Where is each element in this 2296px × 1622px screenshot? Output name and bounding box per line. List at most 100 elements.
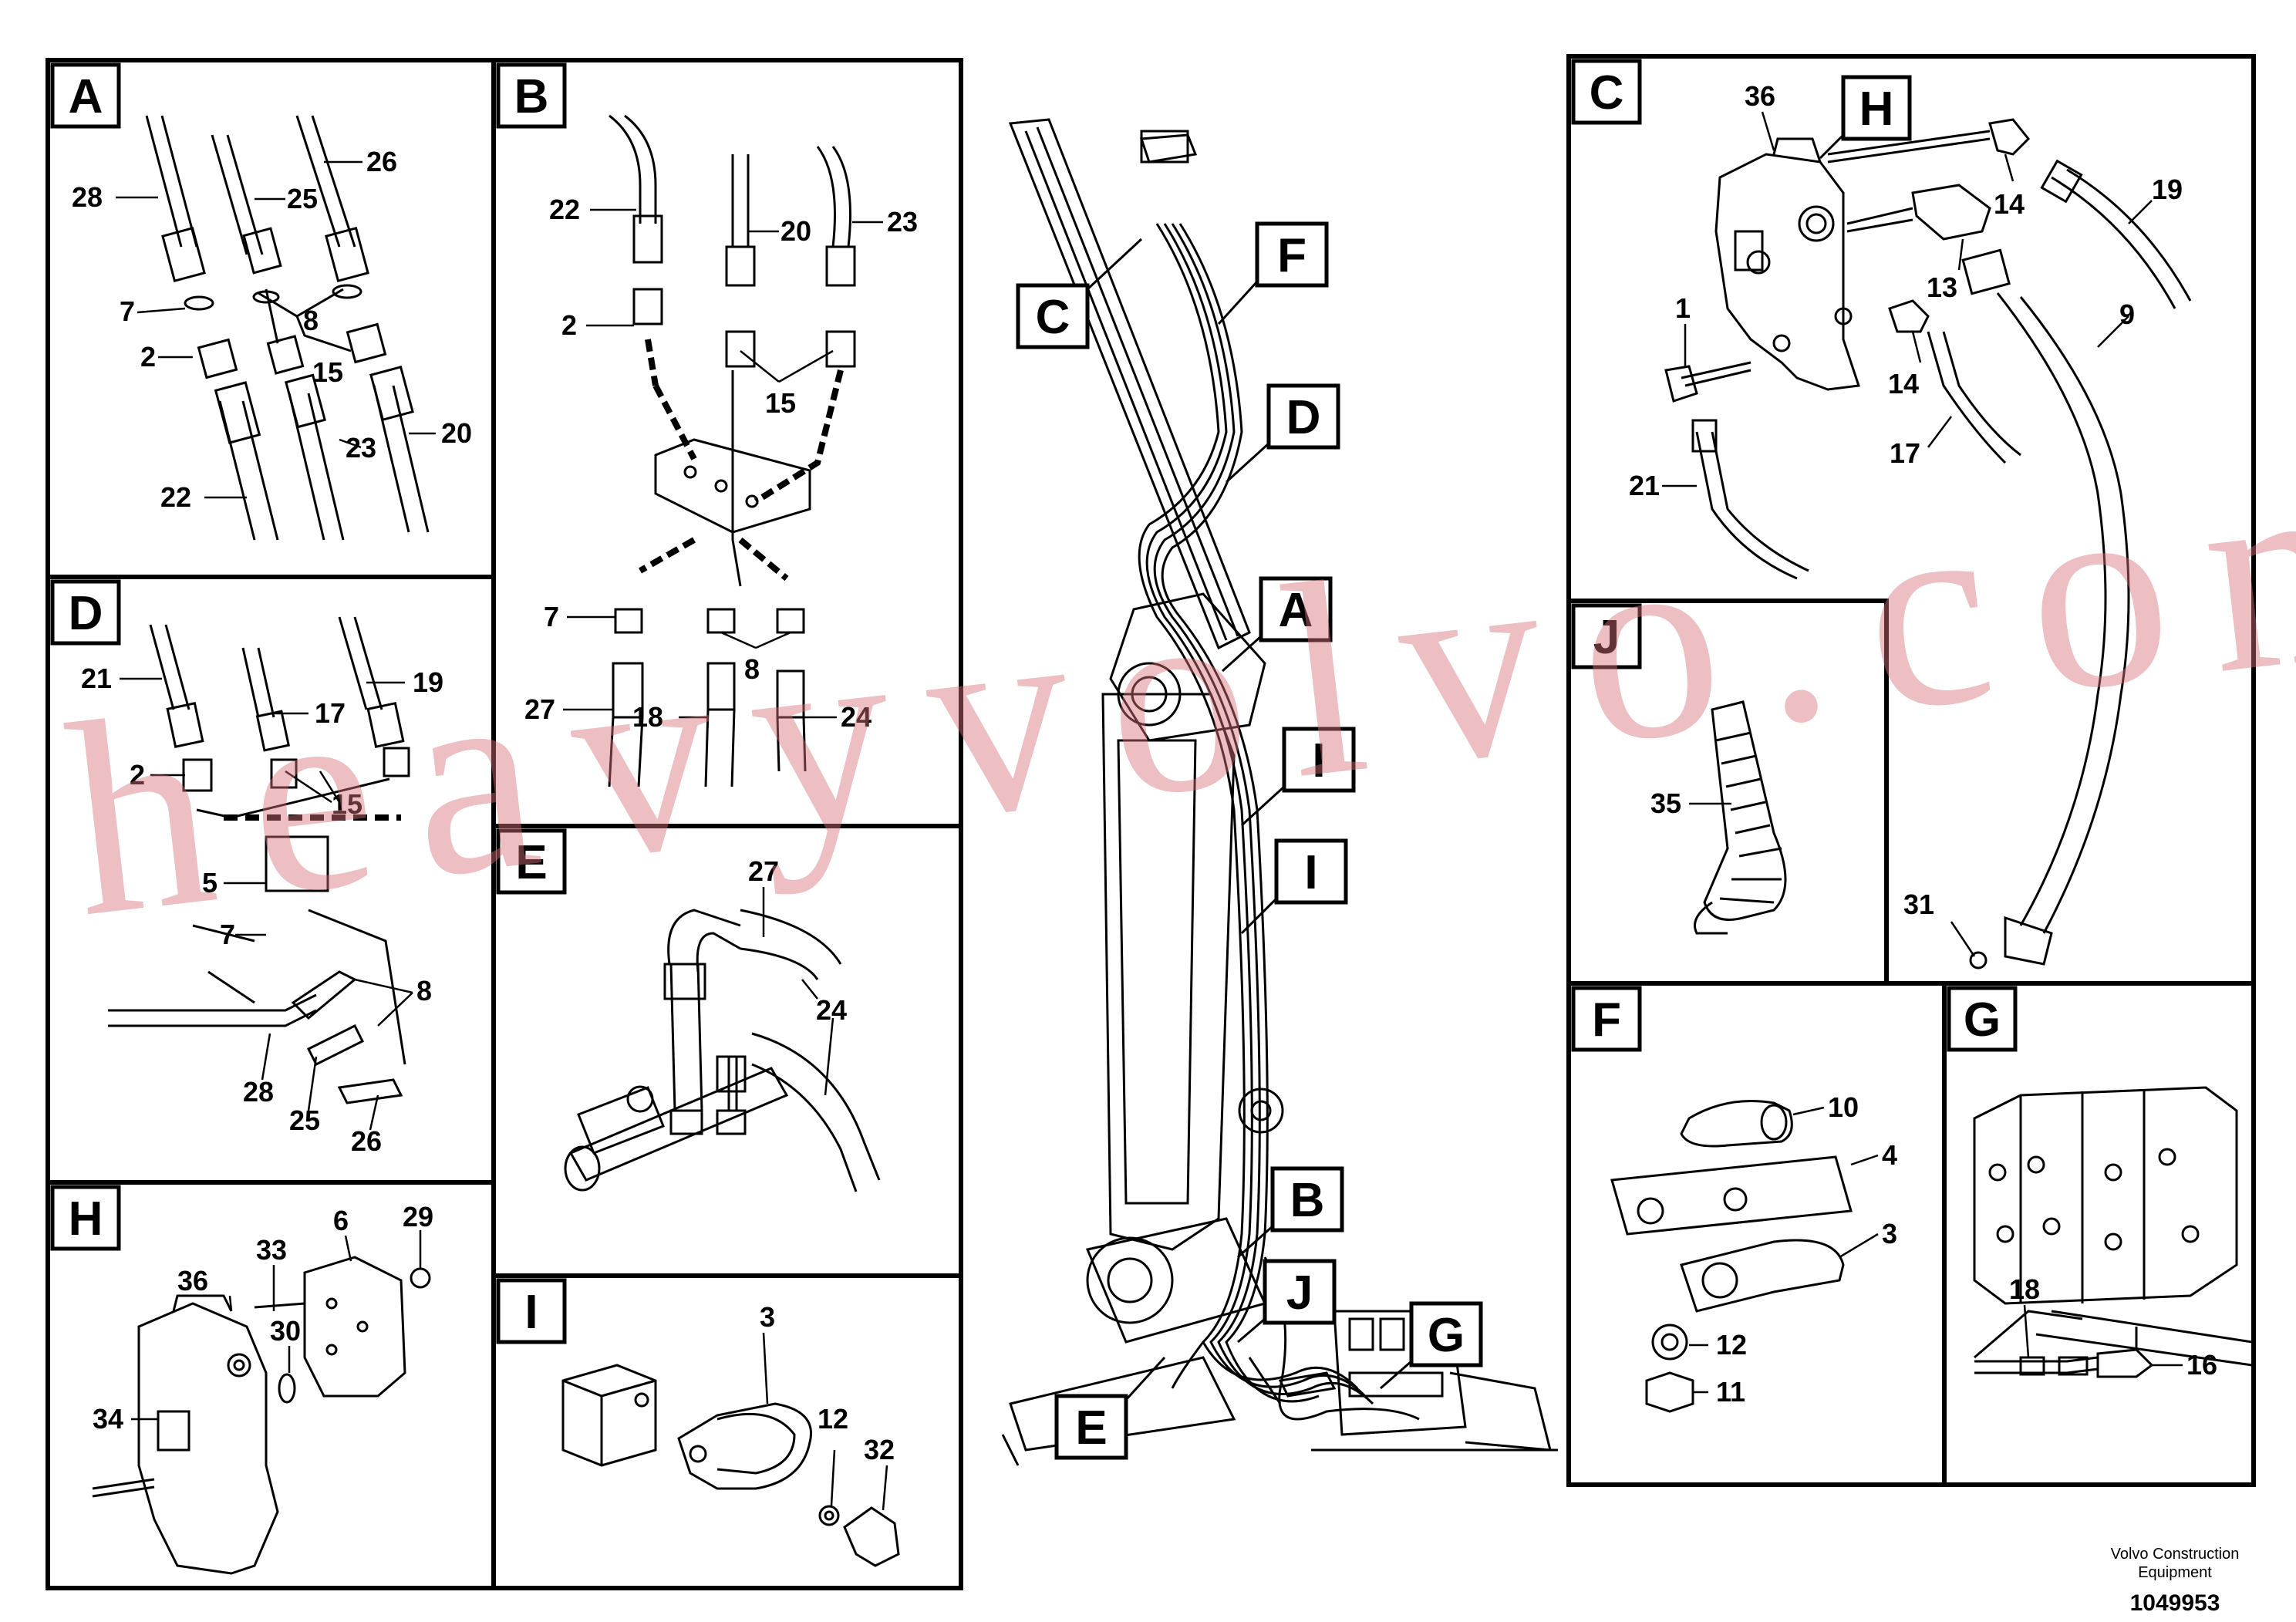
overview-tag-g: G (1428, 1309, 1465, 1362)
panel-a-callout-25: 25 (287, 183, 318, 214)
panel-c-callout-36: 36 (1745, 80, 1775, 112)
footer-company-line1: Volvo Construction (2110, 1546, 2240, 1563)
panel-b-callout-20: 20 (781, 215, 811, 247)
panel-b-leaders (563, 208, 883, 719)
panel-f-letter: F (1592, 993, 1621, 1047)
panel-f-callout-10: 10 (1828, 1091, 1859, 1123)
panel-b-callout-18: 18 (632, 701, 663, 733)
panel-d-drawing (108, 616, 410, 1104)
panel-h-callout-36: 36 (177, 1265, 208, 1297)
overview-tag-d: D (1286, 391, 1321, 444)
panel-a-callout-2: 2 (140, 341, 156, 373)
panel-b-frame (491, 58, 963, 828)
panel-b-callout-24: 24 (841, 701, 872, 733)
panel-e-letter: E (515, 836, 547, 889)
panel-i-drawing (561, 1364, 900, 1567)
panel-g-leaders (2023, 1304, 2183, 1367)
panel-b-callout-23: 23 (887, 206, 918, 238)
panel-d-callout-15: 15 (332, 788, 362, 820)
panel-i-callout-3: 3 (760, 1301, 775, 1333)
panel-a-callout-15: 15 (312, 356, 343, 388)
panel-d-callout-26: 26 (351, 1125, 382, 1157)
panel-c-callout-14-top: 14 (1994, 188, 2025, 220)
footer-company-line2: Equipment (2138, 1564, 2212, 1581)
overview-hose-bundle (1138, 223, 1420, 1421)
panel-g-callout-18: 18 (2009, 1273, 2040, 1305)
panel-h-callout-29: 29 (403, 1201, 433, 1233)
panel-d-callout-25: 25 (289, 1104, 320, 1136)
panel-d-leaders (120, 677, 413, 1131)
panel-c-letter: C (1590, 66, 1624, 120)
panel-a-callout-22: 22 (160, 481, 191, 513)
panel-h-leaders (131, 1230, 422, 1421)
footer-company: Volvo Construction Equipment (2052, 1545, 2296, 1582)
panel-c-frame (1566, 54, 2256, 986)
panel-a-callout-28: 28 (72, 181, 103, 213)
panel-a-callout-23: 23 (346, 432, 376, 464)
panel-d-callout-28: 28 (243, 1076, 274, 1108)
panel-e-leaders (762, 887, 834, 1096)
panel-b-drawing (608, 114, 856, 787)
overview-tag-b: B (1290, 1174, 1325, 1227)
overview-tag-f: F (1277, 229, 1306, 282)
panel-f-leaders (1689, 1106, 1879, 1394)
panel-b-callout-22: 22 (549, 194, 580, 225)
panel-c-callout-1: 1 (1675, 292, 1691, 324)
panel-g-frame (1942, 981, 2256, 1487)
panel-b-callout-27: 27 (524, 693, 555, 725)
panel-c-drawing (1664, 118, 2192, 969)
panel-i-callout-32: 32 (864, 1434, 895, 1465)
panel-h-drawing (92, 1256, 431, 1575)
panel-e-callout-27: 27 (748, 855, 779, 887)
panel-h-callout-33: 33 (256, 1234, 287, 1266)
panel-g-drawing (1973, 1086, 2253, 1378)
panel-i-letter: I (524, 1286, 538, 1339)
panel-d-letter: D (69, 587, 103, 640)
panel-a-callout-8: 8 (303, 305, 319, 336)
panel-c-callout-17: 17 (1890, 437, 1920, 469)
panel-g-callout-16: 16 (2186, 1349, 2217, 1381)
overview-tag-a: A (1279, 584, 1313, 637)
panel-c-callout-31: 31 (1903, 889, 1934, 920)
panel-h-letter: H (69, 1192, 103, 1246)
panel-f-callout-3: 3 (1882, 1218, 1897, 1249)
panel-c-callout-9: 9 (2119, 298, 2135, 330)
panel-e-drawing (564, 909, 881, 1192)
panel-b-callout-2: 2 (561, 309, 577, 341)
boom-overview-drawing (1001, 118, 1558, 1466)
panel-e-callout-24: 24 (816, 994, 847, 1026)
panel-c-tag-h: H (1859, 83, 1894, 136)
drawing-number: 1049953 (2129, 1590, 2220, 1616)
overview-tag-c: C (1036, 291, 1070, 344)
panel-a-leaders (116, 160, 436, 499)
panel-h-callout-30: 30 (270, 1315, 301, 1347)
panel-b-callout-15: 15 (765, 387, 796, 419)
panel-i-leaders (762, 1332, 888, 1511)
panel-j-letter: J (1593, 611, 1620, 664)
panel-a-frame (46, 58, 496, 579)
panel-f-callout-11: 11 (1716, 1376, 1745, 1408)
panel-c-leaders (1662, 111, 2153, 957)
panel-f-callout-12: 12 (1716, 1329, 1747, 1361)
panel-b-letter: B (514, 70, 549, 123)
panel-c-callout-21: 21 (1629, 470, 1660, 501)
panel-j-drawing (1694, 700, 1787, 935)
panel-c-callout-19: 19 (2152, 174, 2183, 205)
panel-d-callout-7: 7 (220, 919, 235, 950)
panel-f-drawing (1610, 1100, 1853, 1413)
panel-a-callout-7: 7 (120, 295, 135, 327)
panel-a-letter: A (69, 70, 103, 123)
panel-c-callout-14-lower: 14 (1888, 368, 1919, 400)
panel-d-callout-5: 5 (202, 867, 217, 899)
panel-i-callout-12: 12 (818, 1403, 848, 1435)
panel-j-callout-35: 35 (1650, 787, 1681, 819)
overview-tag-j: J (1286, 1266, 1313, 1320)
panel-f-callout-4: 4 (1882, 1139, 1897, 1171)
overview-tag-i-lower: I (1304, 846, 1317, 899)
panel-a-callout-20: 20 (441, 417, 472, 449)
panel-h-callout-6: 6 (333, 1205, 349, 1236)
panel-d-callout-2: 2 (130, 759, 145, 791)
panel-d-callout-8: 8 (416, 975, 432, 1007)
panel-d-callout-21: 21 (81, 663, 112, 694)
